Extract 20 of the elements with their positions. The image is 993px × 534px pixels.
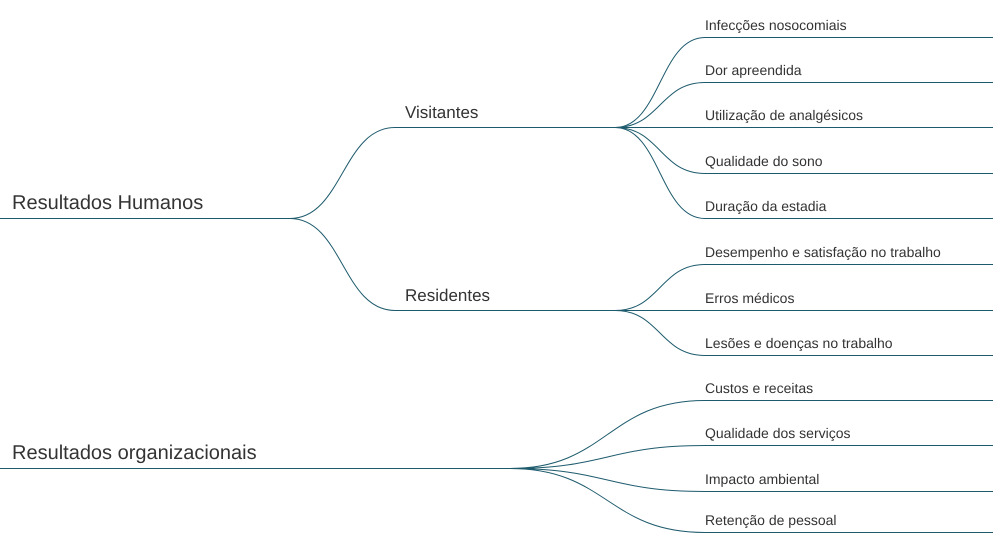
branch-label: Resultados organizacionais bbox=[0, 435, 510, 469]
connector-curve bbox=[614, 127, 706, 219]
branch-label: Qualidade do sono bbox=[705, 148, 993, 174]
connector-curve bbox=[614, 310, 706, 356]
branch-label: Resultados Humanos bbox=[0, 185, 290, 219]
connector-curve bbox=[510, 468, 706, 533]
branch-label: Utilização de analgésicos bbox=[705, 102, 993, 128]
branch-label: Dor apreendida bbox=[705, 57, 993, 83]
branch-label: Erros médicos bbox=[705, 285, 993, 311]
branch-label: Visitantes bbox=[395, 98, 615, 128]
branch-label: Qualidade dos serviços bbox=[705, 420, 993, 446]
branch-label: Duração da estadia bbox=[705, 193, 993, 219]
branch-label: Impacto ambiental bbox=[705, 466, 993, 492]
branch-label: Custos e receitas bbox=[705, 375, 993, 401]
connector-curve bbox=[290, 218, 396, 311]
branch-label: Desempenho e satisfação no trabalho bbox=[705, 239, 993, 265]
branch-label: Lesões e doenças no trabalho bbox=[705, 330, 993, 356]
branch-label: Residentes bbox=[395, 281, 615, 311]
branch-label: Infecções nosocomiais bbox=[705, 12, 993, 38]
branch-label: Retenção de pessoal bbox=[705, 507, 993, 533]
